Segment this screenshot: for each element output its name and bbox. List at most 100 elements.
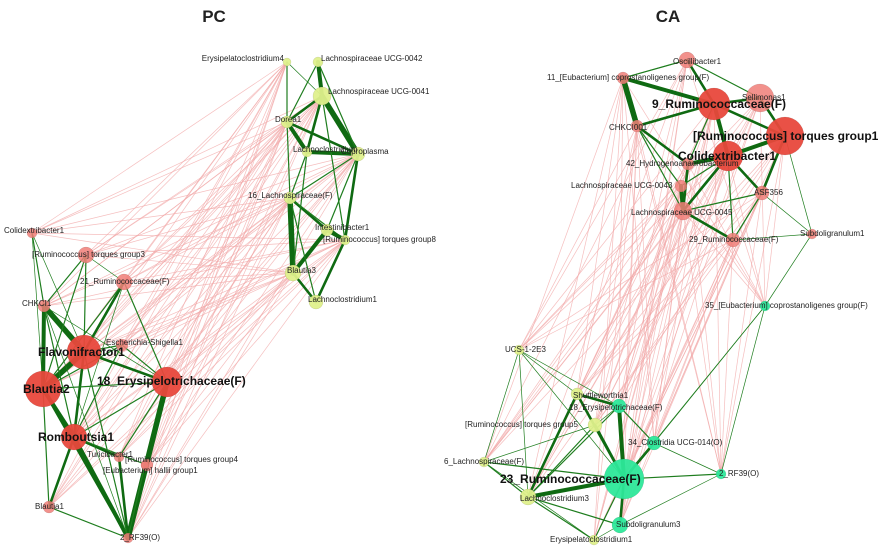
- node-label-pc-rombout1: Romboutsia1: [38, 430, 114, 444]
- node-pc-chkci1: [37, 299, 51, 313]
- negative-edge: [121, 239, 346, 346]
- node-pc-escher1: [115, 338, 129, 352]
- node-label-pc-lachnoclos1: Lachnoclostridium1: [308, 295, 377, 304]
- negative-edge: [43, 153, 359, 307]
- node-label-pc-blautia3: Blautia3: [287, 266, 316, 275]
- negative-edge: [146, 153, 359, 466]
- negative-edge: [576, 239, 734, 395]
- node-ca-asf356: [754, 185, 770, 201]
- negative-edge: [518, 125, 638, 351]
- node-pc-blautia3: [284, 264, 302, 282]
- node-ca-lach45: [673, 201, 693, 221]
- negative-edge: [43, 61, 288, 307]
- negative-edge: [682, 210, 766, 307]
- positive-edge: [117, 455, 130, 540]
- negative-edge: [720, 192, 763, 475]
- node-label-pc-21rum: 21_Ruminococcaceae(F): [80, 277, 170, 286]
- node-label-pc-dorea1: Dorea1: [275, 115, 302, 124]
- positive-edge: [518, 349, 625, 480]
- node-label-ca-oscilli1: Oscillibacter1: [673, 57, 722, 66]
- negative-edge: [31, 121, 288, 234]
- panel-title-pc: PC: [202, 7, 226, 26]
- positive-edge: [636, 125, 682, 187]
- node-label-pc-turici1: Turicibacter1: [87, 450, 133, 459]
- negative-edge: [118, 272, 294, 458]
- node-pc-erysip4: [282, 57, 292, 67]
- positive-edge: [305, 150, 360, 156]
- node-label-pc-chkci1: CHKCI1: [22, 299, 52, 308]
- positive-edge: [732, 192, 763, 241]
- positive-edge: [31, 232, 85, 353]
- node-label-pc-rumtorq8: [Ruminococcus] torques group8: [323, 235, 437, 244]
- node-label-ca-11eub: 11_[Eubacterium] coprostanoligenes group…: [547, 73, 710, 82]
- node-pc-lachnoclos: [301, 146, 313, 158]
- negative-edge: [720, 239, 734, 475]
- positive-edge: [343, 152, 360, 242]
- positive-edge: [292, 151, 308, 274]
- negative-edge: [166, 61, 288, 383]
- negative-edge: [576, 77, 624, 395]
- negative-edge: [83, 61, 288, 353]
- positive-edge: [286, 61, 319, 123]
- positive-edge: [73, 344, 123, 438]
- node-label-ca-lach43: Lachnospiraceae UCG-0043: [571, 181, 673, 190]
- negative-edge: [518, 155, 729, 351]
- positive-edge: [681, 209, 735, 242]
- node-ca-lachnoclos3: [519, 488, 537, 506]
- node-label-ca-lach45: Lachnospiraceae UCG-0045: [631, 208, 733, 217]
- negative-edge: [594, 192, 763, 426]
- positive-edge: [289, 153, 359, 199]
- node-ca-ucs: [513, 344, 525, 356]
- positive-edge: [761, 192, 813, 235]
- positive-edge: [653, 442, 722, 475]
- node-label-pc-blautia1: Blautia1: [35, 502, 64, 511]
- node-label-ca-42hydro: 42_Hydrogenoanaerobacterium: [626, 159, 739, 168]
- negative-edge: [85, 254, 294, 274]
- node-pc-lach42: [312, 56, 324, 68]
- node-pc-rumtorq3: [77, 246, 95, 264]
- negative-edge: [636, 125, 722, 475]
- negative-edge: [85, 121, 288, 256]
- negative-edge: [127, 239, 346, 539]
- positive-edge: [42, 388, 50, 508]
- negative-edge: [483, 135, 786, 463]
- node-label-ca-18ery: 18_Erysipelotrichaceae(F): [569, 403, 663, 412]
- negative-edge: [48, 239, 346, 508]
- negative-edge: [682, 210, 722, 475]
- node-ca-18ery: [611, 398, 627, 414]
- node-label-ca-asf356: ASF356: [754, 188, 783, 197]
- negative-edge: [166, 272, 294, 383]
- node-label-pc-blautia2: Blautia2: [23, 382, 70, 396]
- positive-edge: [123, 281, 168, 383]
- node-ca-sellim1: [745, 83, 775, 113]
- negative-edge: [48, 197, 291, 508]
- positive-edge: [42, 381, 168, 390]
- positive-edge: [618, 405, 655, 444]
- negative-edge: [594, 185, 682, 426]
- node-label-ca-sellim1: Sellimonas1: [742, 93, 786, 102]
- negative-edge: [527, 59, 688, 498]
- node-label-pc-coproplasma: Coproplasma: [341, 147, 389, 156]
- positive-edge: [527, 405, 620, 498]
- positive-edge: [73, 436, 148, 466]
- negative-edge: [73, 272, 294, 438]
- node-label-pc-18ery: 18_Erysipelotrichaceae(F): [97, 374, 246, 388]
- node-ca-29rum: [725, 232, 741, 248]
- node-label-pc-lachnoclos: Lachnoclostridium: [293, 145, 358, 154]
- negative-edge: [83, 239, 346, 353]
- node-ca-colidex1: [712, 140, 744, 172]
- negative-edge: [123, 121, 288, 283]
- node-label-ca-subdol3: Subdoligranulum3: [616, 520, 681, 529]
- node-label-pc-eubhall1: [Eubacterium] hallii group1: [103, 466, 198, 475]
- negative-edge: [31, 197, 291, 234]
- positive-edge: [518, 349, 529, 498]
- positive-edge: [43, 305, 129, 539]
- positive-edge: [314, 238, 347, 304]
- positive-edge: [527, 496, 595, 541]
- negative-edge: [166, 239, 346, 383]
- negative-edge: [576, 192, 763, 395]
- node-pc-rumtorq8: [339, 234, 351, 246]
- node-label-ca-chkci1: CHKCI001: [609, 123, 648, 132]
- node-label-ca-23rum: 23_Ruminococcaceae(F): [500, 472, 641, 486]
